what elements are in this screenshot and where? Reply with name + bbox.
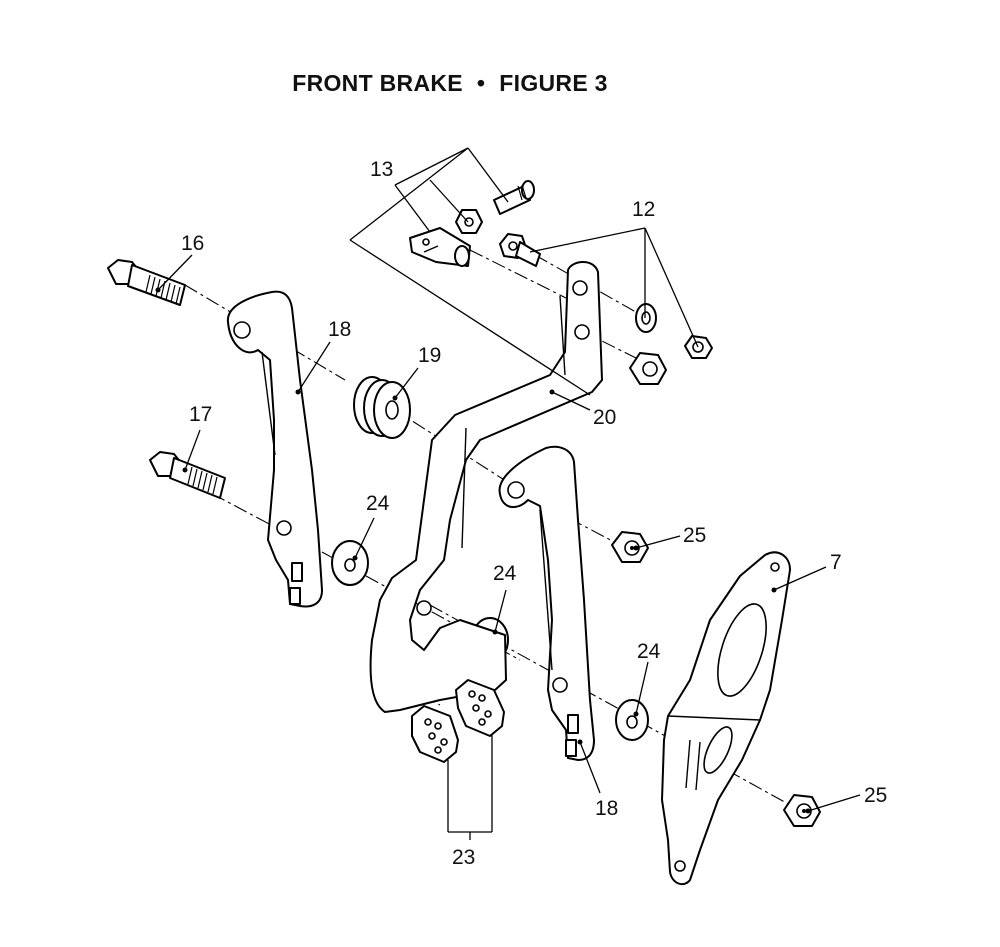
callout-17: 17 [189,403,212,426]
brake-lever-20 [369,261,603,713]
callout-16: 16 [181,232,204,255]
callout-24-left: 24 [366,492,390,515]
brake-pad-23-left [411,705,459,763]
bolt-17 [149,451,226,499]
callout-25-upper: 25 [683,524,706,547]
callout-7: 7 [830,551,842,574]
callout-18-upper: 18 [328,318,351,341]
title-right: FIGURE 3 [499,70,608,96]
leader-lines [155,147,861,840]
callout-24-middle: 24 [493,562,517,585]
callout-19: 19 [418,344,441,367]
clevis-13 [409,227,471,267]
figure-title: FRONT BRAKE • FIGURE 3 [0,70,900,97]
title-separator: • [476,70,486,96]
brake-arm-18-right [498,445,595,761]
callout-23: 23 [452,846,475,869]
callout-24-right: 24 [637,640,661,663]
brake-pad-23-right [455,679,505,737]
washer-24-right [615,699,649,741]
callout-labels: 13 12 16 18 19 17 20 24 25 7 24 24 25 18… [181,158,887,869]
callout-12: 12 [632,198,655,221]
brake-arm-18-left [226,290,323,608]
callout-13: 13 [370,158,393,181]
pin-13 [493,180,535,215]
mounting-plate-7 [661,551,791,886]
nut-12-small [684,335,713,359]
washer-12 [635,303,657,333]
nut-25-upper [611,531,649,563]
nut-25-lower [783,794,821,827]
callout-20: 20 [593,406,616,429]
title-left: FRONT BRAKE [292,70,463,96]
bolt-16 [107,259,186,306]
shoulder-bolt-12 [499,233,541,267]
callout-18-lower: 18 [595,797,618,820]
callout-25-lower: 25 [864,784,887,807]
washer-24-left [331,540,369,586]
roller-19 [353,376,411,439]
nut-12-large [629,352,667,385]
